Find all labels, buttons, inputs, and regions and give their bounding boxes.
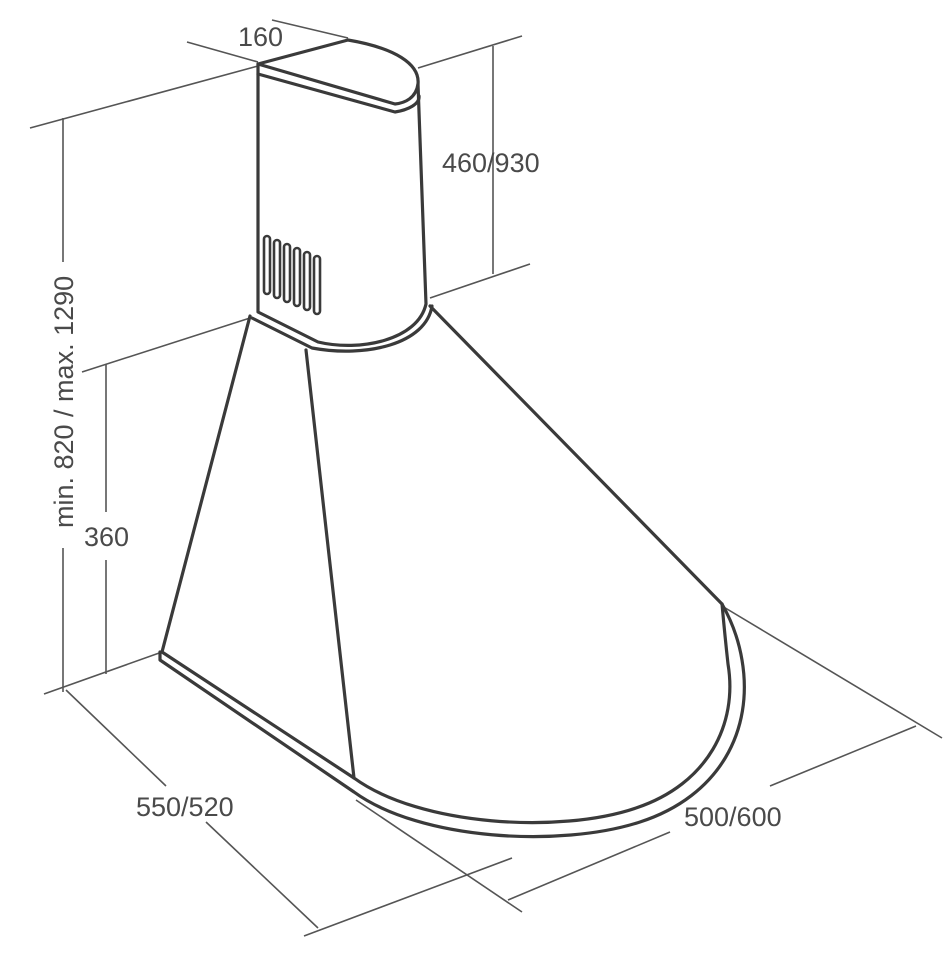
hood-left-panel-edge <box>160 314 252 654</box>
label-hood-width: 500/600 <box>684 802 782 832</box>
hood-seam <box>304 348 356 780</box>
dim-360-top-extension <box>81 317 251 373</box>
hood-bottom-lip-outer <box>158 602 746 839</box>
label-hood-height: 360 <box>84 522 129 552</box>
dimension-lines <box>29 19 943 937</box>
dim-500-right-extension <box>721 605 943 739</box>
dim-550-upper-leader <box>65 689 167 787</box>
dim-160-left-leader <box>186 41 259 63</box>
vent-slots <box>262 234 322 316</box>
hood-bottom-lip-inner <box>160 602 732 825</box>
label-hood-depth: 550/520 <box>136 792 234 822</box>
label-total-height: min. 820 / max. 1290 <box>49 276 79 528</box>
dim-160-right-leader <box>271 19 349 39</box>
chimney-bottom-collar <box>250 304 434 353</box>
dim-460-bottom-extension <box>429 263 531 299</box>
dim-500-upper-leader <box>769 725 917 787</box>
hood-right-curve-edge <box>428 304 724 606</box>
dim-total-top-extension <box>29 65 259 129</box>
chimney-body <box>256 62 428 347</box>
dim-460-top-extension <box>417 35 523 69</box>
dim-500-lower-leader <box>507 831 671 901</box>
chimney-top-band <box>256 72 421 114</box>
dim-front-depth-leader <box>355 799 523 913</box>
label-duct-height: 460/930 <box>442 148 540 178</box>
dim-bottom-left-extension <box>43 651 163 695</box>
dim-550-lower-leader <box>205 821 319 929</box>
hood-outline <box>158 38 746 839</box>
dim-bottom-front-extension <box>303 857 513 937</box>
label-duct-width: 160 <box>238 22 283 52</box>
